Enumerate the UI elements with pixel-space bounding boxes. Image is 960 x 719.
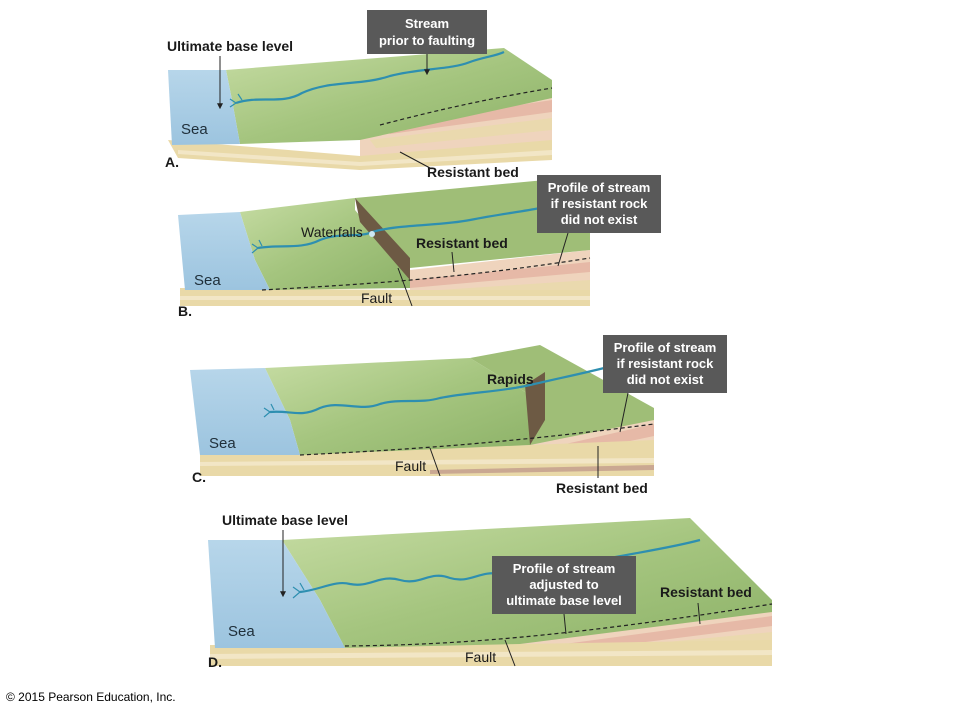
panel-letter-c: C. (192, 469, 206, 485)
fault-label: Fault (361, 290, 392, 306)
callout-text: Profile of stream (614, 340, 717, 355)
panel-d: Ultimate base level Sea Fault D. Resista… (208, 512, 773, 670)
panel-letter-a: A. (165, 154, 179, 170)
callout-text: did not exist (627, 372, 704, 387)
callout-profile-d (492, 556, 636, 614)
callout-text: Profile of stream (548, 180, 651, 195)
sea-label: Sea (228, 623, 255, 640)
ultimate-base-level-label: Ultimate base level (222, 512, 348, 528)
panel-letter-b: B. (178, 303, 192, 319)
sea (178, 212, 270, 290)
land-surface (265, 358, 530, 455)
resistant-bed-label: Resistant bed (660, 584, 752, 600)
fault-label: Fault (395, 458, 426, 474)
ultimate-base-level-label: Ultimate base level (167, 38, 293, 54)
waterfall-icon (369, 231, 375, 237)
resistant-bed-label: Resistant bed (427, 164, 519, 180)
resistant-bed-label: Resistant bed (556, 480, 648, 496)
callout-text: Profile of stream (513, 561, 616, 576)
lower-land (240, 198, 410, 290)
sea-label: Sea (194, 272, 221, 289)
stream (269, 362, 621, 415)
fault-label: Fault (465, 649, 496, 665)
sea (208, 540, 345, 648)
raised-block (470, 345, 654, 445)
callout-text: ultimate base level (506, 593, 622, 608)
sea (168, 70, 240, 145)
callout-text: prior to faulting (379, 33, 475, 48)
sea-label: Sea (209, 435, 236, 452)
resistant-bed-label: Resistant bed (416, 235, 508, 251)
callout-text: adjusted to (529, 577, 598, 592)
sea (190, 368, 300, 455)
copyright-notice: © 2015 Pearson Education, Inc. (6, 690, 176, 704)
strata-front (168, 140, 552, 170)
panel-letter-d: D. (208, 654, 222, 670)
raised-block (355, 180, 590, 268)
panel-a: Ultimate base level Sea A. Stream prior … (165, 10, 553, 180)
rapids-scarp (525, 372, 545, 445)
rapids-label: Rapids (487, 371, 534, 387)
callout-profile-c (603, 335, 727, 393)
waterfalls-label: Waterfalls (301, 224, 363, 240)
callout-stream-prior (367, 10, 487, 54)
callout-text: if resistant rock (551, 196, 649, 211)
panel-c: Rapids Sea Fault C. Resistant bed Profil… (190, 335, 727, 496)
fault-scarp (355, 198, 410, 280)
callout-text: if resistant rock (617, 356, 715, 371)
callout-profile-b (537, 175, 661, 233)
callout-text: Stream (405, 16, 449, 31)
callout-text: did not exist (561, 212, 638, 227)
panel-b: Waterfalls Resistant bed Sea Fault B. Pr… (178, 175, 661, 319)
land-surface (226, 48, 552, 144)
sea-label: Sea (181, 121, 208, 138)
stream (235, 51, 505, 105)
